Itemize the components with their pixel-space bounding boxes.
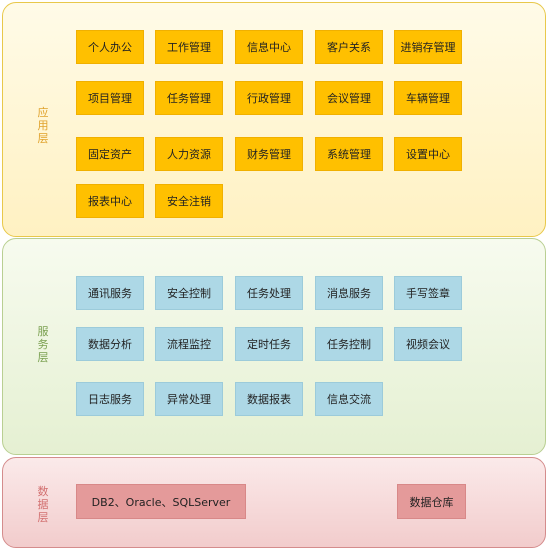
service-module-box: 数据报表: [235, 382, 303, 416]
service-module-box: 通讯服务: [76, 276, 144, 310]
app-module-box: 设置中心: [394, 137, 462, 171]
app-module-box: 工作管理: [155, 30, 223, 64]
app-module-box: 任务管理: [155, 81, 223, 115]
service-module-box: 流程监控: [155, 327, 223, 361]
app-module-box: 项目管理: [76, 81, 144, 115]
app-module-box: 客户关系: [315, 30, 383, 64]
app-module-box: 会议管理: [315, 81, 383, 115]
service-layer-label: 服务层: [37, 325, 49, 364]
app-module-box: 进销存管理: [394, 30, 462, 64]
application-layer-label: 应用层: [37, 106, 49, 145]
service-module-box: 信息交流: [315, 382, 383, 416]
service-module-box: 任务控制: [315, 327, 383, 361]
data-layer-label: 数据层: [37, 485, 49, 524]
app-module-box: 报表中心: [76, 184, 144, 218]
service-module-box: 数据分析: [76, 327, 144, 361]
service-module-box: 安全控制: [155, 276, 223, 310]
app-module-box: 车辆管理: [394, 81, 462, 115]
service-module-box: 消息服务: [315, 276, 383, 310]
service-module-box: 视频会议: [394, 327, 462, 361]
app-module-box: 人力资源: [155, 137, 223, 171]
service-module-box: 定时任务: [235, 327, 303, 361]
data-warehouse-box: 数据仓库: [397, 484, 466, 519]
app-module-box: 安全注销: [155, 184, 223, 218]
service-module-box: 手写签章: [394, 276, 462, 310]
app-module-box: 固定资产: [76, 137, 144, 171]
service-module-box: 任务处理: [235, 276, 303, 310]
service-module-box: 异常处理: [155, 382, 223, 416]
app-module-box: 信息中心: [235, 30, 303, 64]
app-module-box: 行政管理: [235, 81, 303, 115]
database-box: DB2、Oracle、SQLServer: [76, 484, 246, 519]
app-module-box: 系统管理: [315, 137, 383, 171]
app-module-box: 财务管理: [235, 137, 303, 171]
service-module-box: 日志服务: [76, 382, 144, 416]
app-module-box: 个人办公: [76, 30, 144, 64]
